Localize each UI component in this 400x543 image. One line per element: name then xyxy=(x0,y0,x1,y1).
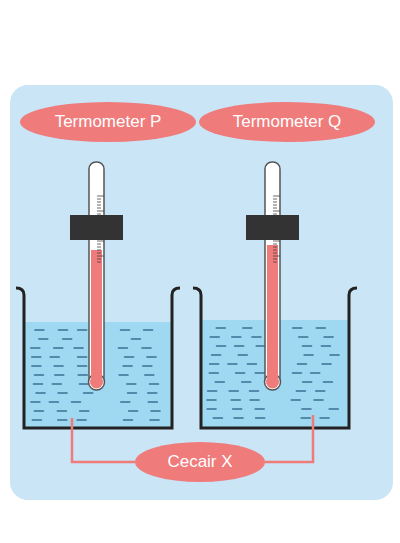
label-ellipse: Termometer Q xyxy=(199,102,375,142)
thermometer xyxy=(70,162,123,390)
label-text: Termometer P xyxy=(55,112,162,132)
label-text: Cecair X xyxy=(167,452,232,472)
leader-line xyxy=(72,418,135,462)
liquid-dashes xyxy=(31,328,339,420)
leader-line xyxy=(265,415,313,462)
label-text: Termometer Q xyxy=(233,112,342,132)
label-ellipse: Termometer P xyxy=(20,102,196,142)
panel xyxy=(10,85,393,500)
thermometer xyxy=(246,162,299,390)
label-ellipse: Cecair X xyxy=(135,442,265,482)
